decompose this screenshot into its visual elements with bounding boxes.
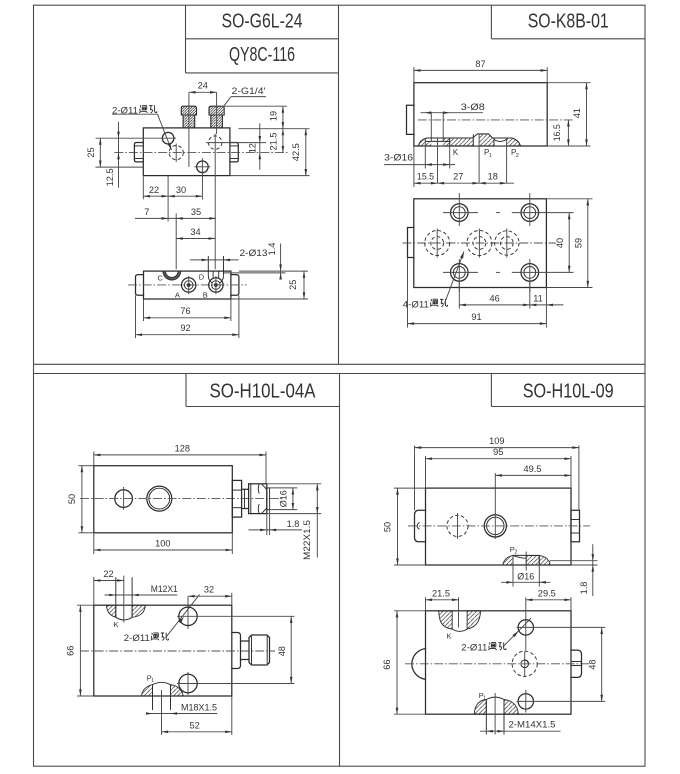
svg-text:52: 52	[189, 720, 199, 730]
svg-text:50: 50	[383, 522, 393, 532]
svg-text:Ø16: Ø16	[517, 572, 534, 582]
svg-text:40: 40	[555, 238, 565, 248]
svg-text:C: C	[157, 273, 163, 282]
svg-text:M22X1.5: M22X1.5	[302, 520, 312, 560]
svg-text:D: D	[199, 273, 205, 282]
svg-text:19: 19	[268, 111, 278, 121]
svg-text:1: 1	[489, 153, 492, 159]
svg-text:2-Ø11: 2-Ø11	[112, 106, 138, 116]
svg-text:1: 1	[151, 678, 154, 684]
svg-text:87: 87	[475, 59, 485, 69]
svg-text:1.8: 1.8	[579, 582, 589, 595]
svg-text:100: 100	[155, 539, 170, 549]
svg-text:109: 109	[489, 436, 504, 446]
svg-text:18: 18	[488, 172, 498, 182]
svg-text:42.5: 42.5	[291, 143, 301, 161]
svg-text:A: A	[175, 290, 180, 299]
svg-text:QY8C-116: QY8C-116	[229, 44, 295, 66]
svg-text:46: 46	[489, 293, 499, 303]
svg-text:3-Ø8: 3-Ø8	[461, 102, 485, 112]
svg-text:25: 25	[86, 147, 96, 157]
svg-text:21.5: 21.5	[268, 133, 278, 151]
svg-text:2-G1/4′: 2-G1/4′	[232, 86, 266, 96]
svg-text:P: P	[511, 148, 516, 157]
svg-text:2-Ø11: 2-Ø11	[124, 633, 150, 643]
svg-text:12.5: 12.5	[105, 168, 115, 186]
svg-text:95: 95	[493, 447, 503, 457]
svg-text:SO-H10L-04A: SO-H10L-04A	[210, 381, 317, 403]
svg-text:25: 25	[288, 280, 298, 290]
svg-text:SO-K8B-01: SO-K8B-01	[528, 10, 609, 32]
svg-text:35: 35	[191, 207, 201, 217]
svg-text:22: 22	[149, 185, 159, 195]
svg-text:P: P	[484, 148, 489, 157]
svg-text:1.8: 1.8	[287, 519, 300, 529]
svg-text:66: 66	[382, 659, 392, 669]
svg-text:91: 91	[471, 312, 481, 322]
svg-text:K: K	[446, 632, 451, 641]
svg-text:1.4: 1.4	[267, 243, 277, 256]
svg-text:2-Ø11: 2-Ø11	[461, 643, 487, 653]
svg-text:1: 1	[483, 695, 486, 701]
svg-text:P: P	[479, 691, 484, 700]
svg-text:B: B	[203, 290, 208, 299]
svg-text:92: 92	[180, 323, 190, 333]
svg-text:7: 7	[144, 207, 149, 217]
svg-text:128: 128	[175, 444, 190, 454]
svg-text:76: 76	[180, 306, 190, 316]
svg-text:2: 2	[514, 550, 517, 556]
svg-text:3-Ø16: 3-Ø16	[384, 152, 413, 162]
svg-text:48: 48	[588, 659, 598, 669]
svg-text:30: 30	[176, 185, 186, 195]
svg-text:K: K	[113, 620, 118, 629]
svg-text:2-M14X1.5: 2-M14X1.5	[509, 720, 556, 730]
svg-text:4-Ø11: 4-Ø11	[403, 299, 429, 309]
svg-text:29.5: 29.5	[538, 588, 556, 598]
svg-text:2: 2	[516, 153, 519, 159]
svg-text:48: 48	[277, 646, 287, 656]
svg-text:22: 22	[103, 569, 113, 579]
svg-text:16.5: 16.5	[552, 124, 562, 141]
svg-text:50: 50	[67, 494, 77, 504]
svg-text:M12X1: M12X1	[151, 584, 178, 594]
svg-text:27: 27	[453, 172, 463, 182]
svg-text:P: P	[510, 545, 515, 554]
svg-text:32: 32	[204, 585, 214, 595]
svg-text:41: 41	[572, 108, 582, 118]
svg-text:59: 59	[573, 238, 583, 248]
svg-text:K: K	[453, 148, 459, 157]
svg-text:34: 34	[190, 227, 200, 237]
svg-text:2-Ø13: 2-Ø13	[240, 248, 268, 258]
svg-text:24: 24	[198, 81, 208, 91]
svg-text:12: 12	[247, 143, 257, 153]
svg-text:Ø16: Ø16	[279, 490, 289, 507]
svg-text:SO-H10L-09: SO-H10L-09	[523, 381, 614, 403]
svg-text:SO-G6L-24: SO-G6L-24	[222, 10, 303, 32]
svg-text:49.5: 49.5	[524, 464, 542, 474]
svg-text:66: 66	[66, 646, 76, 656]
svg-text:M18X1.5: M18X1.5	[181, 703, 217, 713]
svg-text:15.5: 15.5	[417, 172, 434, 182]
svg-text:11: 11	[533, 293, 543, 303]
svg-text:P: P	[147, 674, 152, 683]
svg-text:21.5: 21.5	[432, 588, 450, 598]
